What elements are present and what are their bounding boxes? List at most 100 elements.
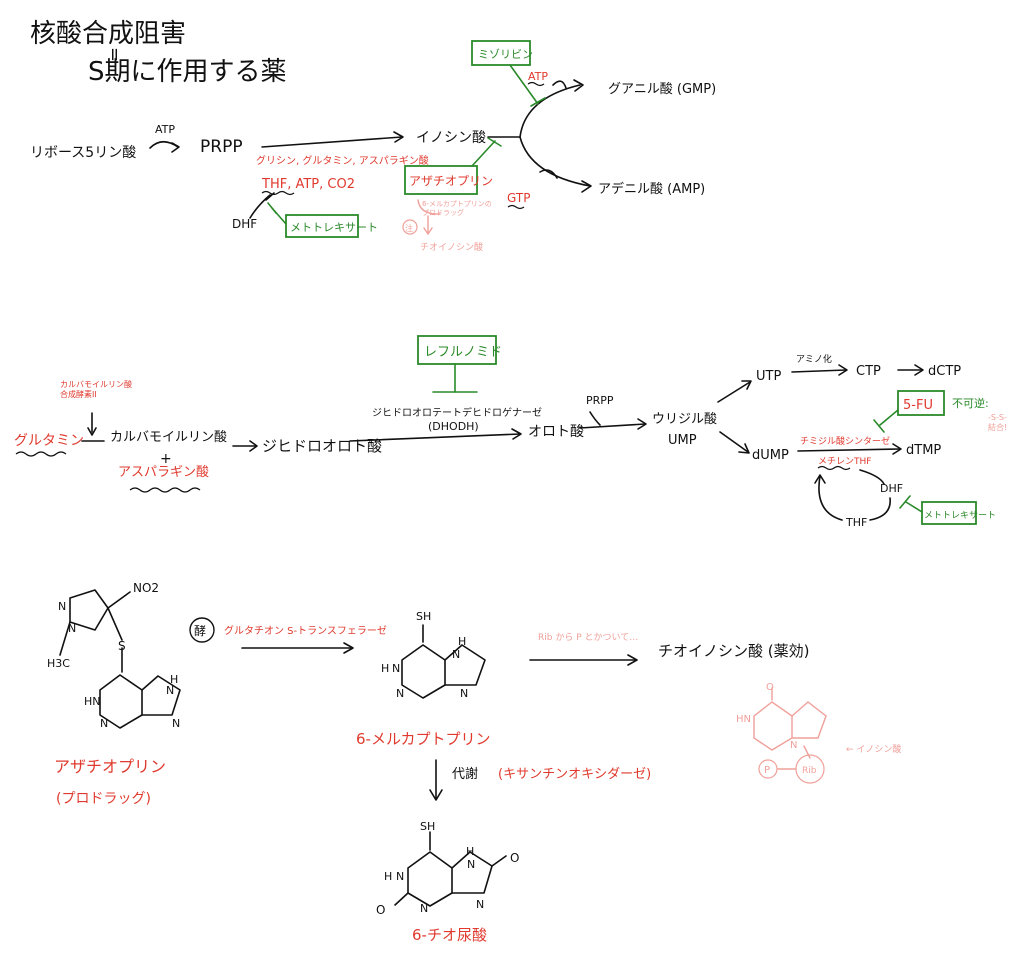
ribose-label: Rib [802, 766, 817, 776]
atp-side-arrow [552, 80, 567, 89]
dhodh-name: ジヒドロオロテートデヒドロゲナーゼ [372, 406, 542, 419]
pink-note: Rib から P とかついて… [538, 632, 638, 643]
inosinic-hn: HN [736, 714, 751, 725]
inosinic-pink-label: ← イノシン酸 [846, 744, 901, 755]
leflunomide-box [417, 335, 497, 365]
az-n1: N [58, 600, 66, 613]
pyrimidine-methotrexate: メトトレキサート [924, 510, 996, 521]
enzyme-mark-circle [189, 617, 215, 643]
azathioprine-note: 6-メルカプトプリンのプロドラッグ [422, 200, 492, 217]
dhodh-arrowhead [511, 428, 522, 440]
thioinosinic-pink-arrowhead [423, 227, 433, 236]
mp-h1: H [458, 635, 466, 648]
note-num: 注 [405, 223, 413, 233]
atp-arrowhead [171, 142, 180, 153]
purine-methotrexate-box [285, 214, 359, 238]
mizoribine-box [471, 40, 531, 66]
azathioprine-purine-label: アザチオプリン [409, 174, 493, 188]
cps2-enzyme: カルバモイルリン酸合成酵素II [60, 379, 132, 399]
tu-n2: N [396, 870, 404, 883]
to-dump-arrowhead [738, 443, 750, 454]
to-ctp-arrow [791, 369, 847, 373]
leflunomide-label: レフルノミド [424, 345, 502, 360]
fu-inhibit-line [879, 409, 899, 426]
prpp-label: PRPP [200, 137, 243, 157]
mizoribine-inhibit-bar [530, 97, 546, 107]
inosinic-n: N [790, 740, 797, 751]
az-n4: N [100, 717, 108, 730]
thf-return-curve [818, 475, 843, 521]
methylene-thf-underline [817, 465, 851, 471]
azathioprine-inhibit-line [471, 140, 496, 167]
ctp-label: CTP [856, 364, 881, 379]
az-hn: HN [84, 695, 101, 708]
fu-box [897, 390, 945, 416]
thf-atp-co2: THF, ATP, CO2 [261, 177, 355, 192]
enzyme-mark: 酵 [194, 624, 206, 638]
to-dtmp-arrowhead [892, 443, 902, 455]
mizoribine-label: ミゾリビン [478, 48, 533, 61]
mp-n2: N [392, 662, 400, 675]
to-dihydroorotic-arrowhead [249, 440, 258, 452]
dump-label: dUMP [752, 448, 789, 463]
dtmp-label: dTMP [906, 443, 941, 458]
dctp-label: dCTP [928, 364, 961, 379]
header-title: 核酸合成阻害 [30, 19, 186, 49]
azathioprine-inhibit-bar [487, 137, 502, 147]
pyrimidine-prpp: PRPP [586, 394, 614, 407]
azathioprine-structure-label: アザチオプリン [54, 757, 166, 776]
methylene-thf: メチレンTHF [818, 456, 871, 467]
tu-h2: H [384, 870, 392, 883]
mp-n3: N [396, 687, 404, 700]
amp-label: アデニル酸 (AMP) [598, 181, 705, 197]
inosinic-pink-structure [753, 687, 827, 770]
dhf-conversion-arrow [249, 194, 271, 219]
gmp-label: グアニル酸 (GMP) [608, 82, 716, 97]
to-dtmp-arrow [797, 448, 901, 452]
mp-sh: SH [416, 610, 431, 623]
azathioprine-s-label: S [118, 639, 126, 653]
prpp-arrowhead [393, 131, 404, 143]
no2-label: NO2 [133, 581, 159, 595]
gst-label: グルタチオン S-トランスフェラーゼ [224, 624, 387, 637]
to-utp-arrowhead [741, 380, 752, 390]
thiouric-structure [394, 831, 507, 907]
dhodh-abbr: (DHODH) [428, 420, 479, 433]
pyrimidine-plus: + [160, 451, 172, 467]
glutamine-label: グルタミン [14, 433, 84, 449]
orotic-label: オロト酸 [528, 424, 584, 440]
carbamoyl-label: カルバモイルリン酸 [110, 430, 227, 445]
phosphate-label: P [764, 765, 770, 776]
mtx2-inhibit-line [905, 501, 923, 513]
tu-n1: N [467, 858, 475, 871]
gtp-side-arrow [539, 169, 558, 179]
mtx2-inhibit-bar [899, 495, 911, 509]
mtx-inhibit-line [271, 207, 287, 225]
amp-branch-curve [519, 136, 591, 187]
to-dctp-arrowhead [914, 364, 924, 376]
pyrimidine-thf: THF [845, 516, 867, 529]
tu-o1: O [510, 851, 519, 865]
az-n5: N [172, 717, 180, 730]
irreversible-label: 不可逆: [952, 396, 989, 410]
to-thioinosinic-arrowhead [627, 654, 638, 666]
amination-label: アミノ化 [796, 353, 832, 365]
to-dhf-curve [859, 469, 885, 485]
atp-red-label: ATP [528, 70, 548, 83]
mp-n4: N [460, 687, 468, 700]
mercaptopurine-structure [401, 624, 486, 699]
to-dump-arrow [719, 431, 749, 453]
tu-h1: H [466, 845, 474, 858]
aspartic-label: アスパラギン酸 [118, 465, 209, 480]
amp-arrowhead [581, 180, 592, 193]
thiouric-label: 6-チオ尿酸 [412, 926, 487, 944]
fu-label: 5-FU [903, 398, 933, 413]
bond-note: -S-S-結合! [988, 413, 1007, 432]
thioinosinic-label: チオイノシン酸 (薬効) [658, 642, 809, 660]
thymidylate-synthase: チミジル酸シンターゼ [800, 435, 890, 447]
mizoribine-inhibit-line [509, 64, 539, 105]
gmp-arrowhead [573, 79, 584, 92]
ribose-circle [795, 754, 825, 784]
utp-label: UTP [756, 369, 781, 384]
